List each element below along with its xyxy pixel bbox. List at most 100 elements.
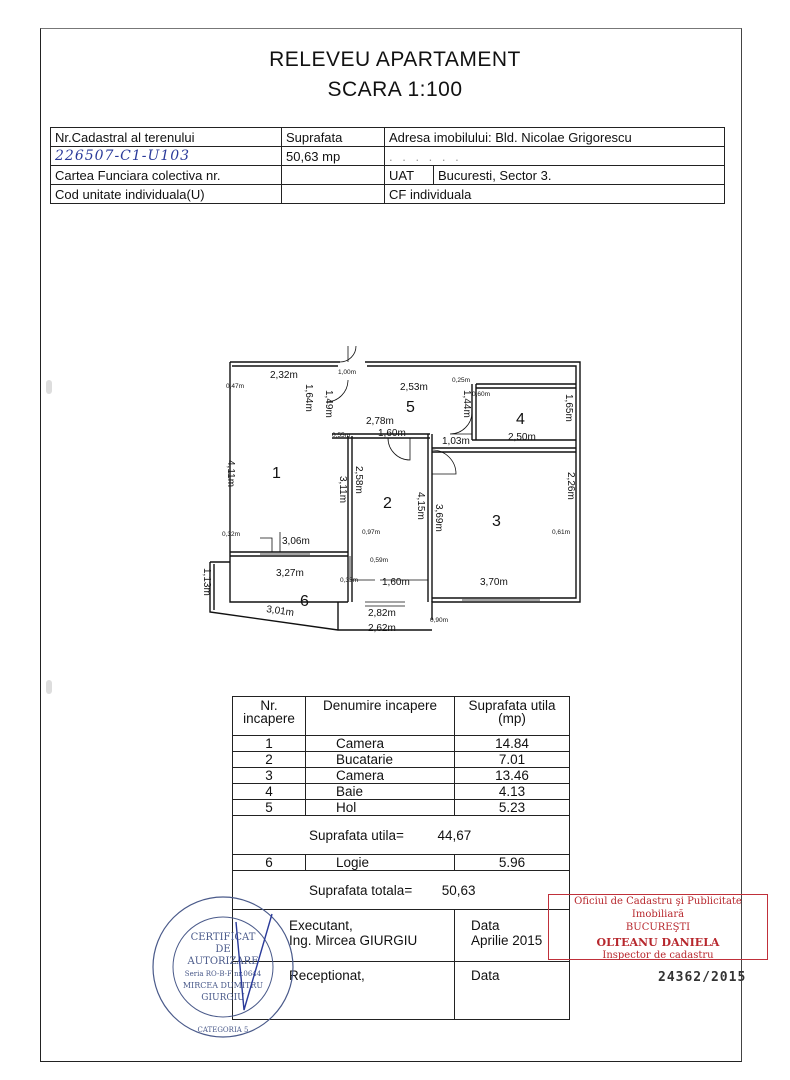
document-title: RELEVEU APARTAMENT — [269, 48, 521, 71]
dimension-label: 3,27m — [276, 568, 304, 579]
dimension-label: 2,62m — [368, 623, 396, 634]
cf-label: Cartea Funciara colectiva nr. — [50, 165, 282, 185]
cadastral-value: 226507-C1-U103 — [50, 146, 282, 166]
seal-text: CATEGORIA 5 — [198, 1026, 249, 1034]
registration-number: 24362/2015 — [658, 970, 747, 985]
small-dimension: 0,90m — [430, 617, 448, 624]
small-dimension: 0,59m — [370, 557, 388, 564]
cod-label: Cod unitate individuala(U) — [50, 184, 282, 204]
room-number-1: 1 — [272, 465, 281, 482]
dimension-label: 3,70m — [480, 577, 508, 588]
total-area-row: Suprafata totala= 50,63 — [232, 870, 570, 910]
col-name-header: Denumire incapere — [305, 696, 455, 736]
room-nr: 3 — [232, 767, 306, 784]
dimension-label: 1,65m — [563, 394, 574, 422]
dimension-label: 1,64m — [303, 384, 314, 412]
dimension-label: 2,50m — [508, 432, 536, 443]
small-dimension: 0,55m — [332, 432, 350, 439]
room-name: Camera — [305, 735, 455, 752]
area-label: Suprafata — [281, 127, 385, 147]
address-continuation: . . . . . . — [384, 146, 725, 166]
dimension-label: 2,78m — [366, 416, 394, 427]
uat-value: Bucuresti, Sector 3. — [433, 165, 725, 185]
table-row: 3 Camera 13.46 — [232, 767, 570, 784]
property-info-table: Nr.Cadastral al terenului Suprafata Adre… — [50, 127, 725, 204]
floor-plan: 1 2 3 4 5 6 2,32m 2,53m 2,78m 1,60m 1,03… — [201, 345, 581, 634]
room-name: Hol — [305, 799, 455, 816]
room-number-4: 4 — [516, 411, 525, 428]
table-row: 2 Bucatarie 7.01 — [232, 751, 570, 768]
room-number-6: 6 — [300, 593, 309, 610]
room-number-5: 5 — [406, 399, 415, 416]
seal-text: CERTIFICAT — [191, 932, 256, 943]
date-label: Data — [471, 918, 500, 933]
room-name: Bucatarie — [305, 751, 455, 768]
room-nr: 6 — [232, 854, 306, 871]
dimension-label: 1,60m — [382, 577, 410, 588]
dimension-label: 4,15m — [415, 492, 426, 520]
room-area: 5.23 — [454, 799, 570, 816]
uat-label: UAT — [384, 165, 434, 185]
room-number-3: 3 — [492, 513, 501, 530]
stamp-inspector-role: Inspector de cadastru — [602, 950, 714, 961]
dimension-label: 3,69m — [433, 504, 444, 532]
useful-area-value: 44,67 — [437, 827, 472, 843]
address-label: Adresa imobilului: Bld. Nicolae Grigores… — [384, 127, 725, 147]
dimension-label: 3,11m — [337, 476, 348, 503]
reception-row: Receptionat, Data — [232, 961, 570, 1020]
stamp-inspector-name: OLTEANU DANIELA — [596, 936, 720, 949]
small-dimension: 0,32m — [222, 531, 240, 538]
dimension-label: 1,60m — [378, 428, 406, 439]
room-name: Baie — [305, 783, 455, 800]
date-label-2: Data — [454, 961, 570, 1020]
dimension-label: 1,03m — [442, 436, 470, 447]
room-area: 5.96 — [454, 854, 570, 871]
small-dimension: 1,00m — [338, 369, 356, 376]
dimension-label: 2,82m — [368, 608, 396, 619]
dimension-label: 2,26m — [565, 472, 576, 500]
receptionat-label: Receptionat, — [232, 961, 455, 1020]
dimension-label: 3,01m — [266, 604, 295, 619]
surveyor-seal: CERTIFICAT DE AUTORIZARE Seria RO-B-F nr… — [152, 896, 294, 1038]
room-area: 13.46 — [454, 767, 570, 784]
dimension-label: 4,11m — [225, 460, 236, 487]
executant-row: Executant, Ing. Mircea GIURGIU Data Apri… — [232, 909, 570, 962]
room-area: 14.84 — [454, 735, 570, 752]
room-area: 7.01 — [454, 751, 570, 768]
seal-text: Seria RO-B-F nr.0644 — [185, 970, 262, 978]
area-value: 50,63 mp — [281, 146, 385, 166]
executant-name: Ing. Mircea GIURGIU — [289, 933, 418, 948]
date-value: Aprilie 2015 — [471, 933, 543, 948]
room-nr: 1 — [232, 735, 306, 752]
signature-stroke — [235, 913, 273, 1011]
small-dimension: 0,47m — [226, 383, 244, 390]
room-name: Camera — [305, 767, 455, 784]
total-area-value: 50,63 — [441, 882, 476, 898]
stamp-city-line: BUCUREŞTI — [625, 922, 691, 933]
table-row: 1 Camera 14.84 — [232, 735, 570, 752]
table-row: 6 Logie 5.96 — [232, 854, 570, 871]
dimension-label: 2,53m — [400, 382, 428, 393]
seal-text: AUTORIZARE — [187, 956, 259, 967]
room-name: Logie — [305, 854, 455, 871]
table-row: 5 Hol 5.23 — [232, 799, 570, 816]
small-dimension: 0,25m — [452, 377, 470, 384]
dimension-label: 1,13m — [201, 568, 212, 596]
small-dimension: 0,60m — [472, 391, 490, 398]
useful-area-label: Suprafata utila= — [309, 827, 404, 843]
dimension-label: 2,58m — [353, 466, 364, 494]
cadastre-office-stamp: Oficiul de Cadastru şi Publicitate Imobi… — [548, 894, 768, 961]
useful-area-row: Suprafata utila= 44,67 — [232, 815, 570, 855]
document-scale: SCARA 1:100 — [327, 78, 463, 101]
seal-text: DE — [215, 944, 230, 955]
total-area-label: Suprafata totala= — [309, 882, 413, 898]
seal-text: GIURGIU — [201, 993, 245, 1003]
small-dimension: 0,97m — [362, 529, 380, 536]
room-area: 4.13 — [454, 783, 570, 800]
small-dimension: 0,61m — [552, 529, 570, 536]
cod-value — [281, 184, 385, 204]
col-area-header: Suprafata utila (mp) — [454, 696, 570, 736]
dimension-label: 1,49m — [323, 390, 334, 418]
cf-value — [281, 165, 385, 185]
col-nr-header: Nr. incapere — [232, 696, 306, 736]
